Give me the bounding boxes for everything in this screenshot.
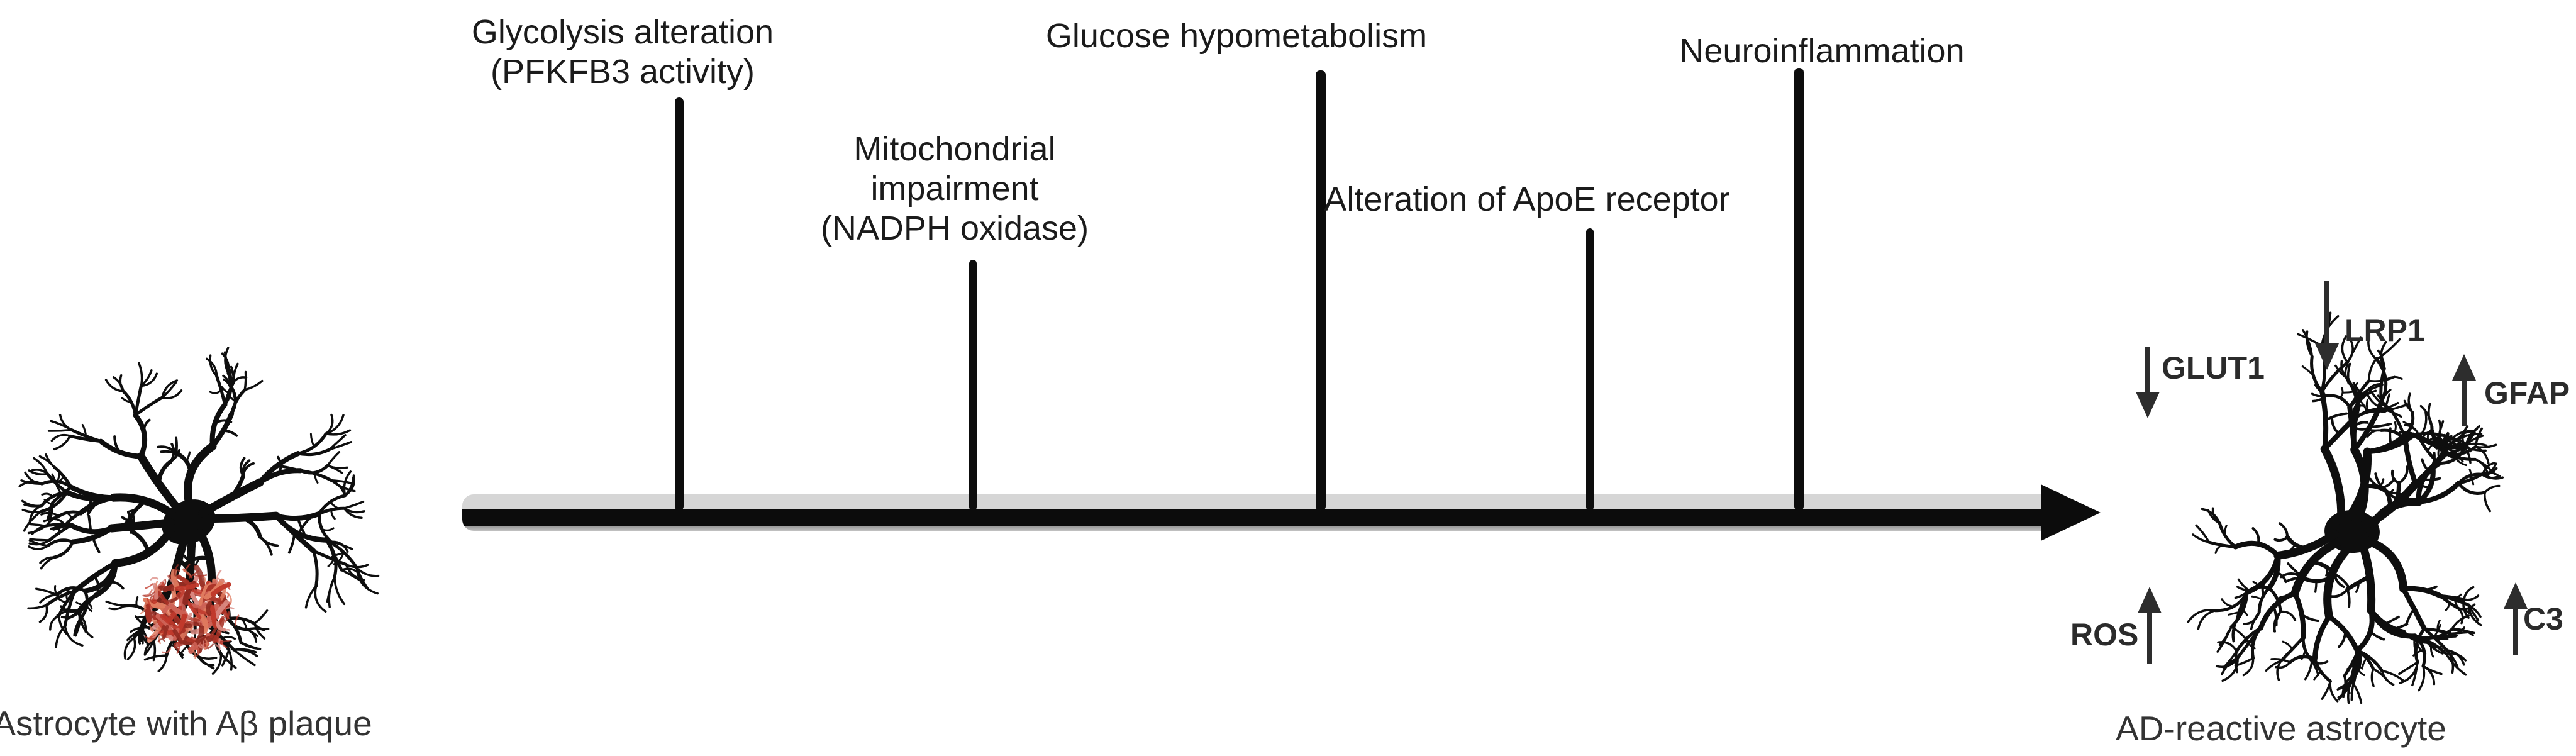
- arrow-down-icon: [2136, 347, 2160, 418]
- arrow-up-icon: [2504, 582, 2528, 655]
- timeline-tick: [1586, 228, 1594, 511]
- marker-label-gfap: GFAP: [2484, 375, 2570, 411]
- timeline-event-label: Alteration of ApoE receptor: [1324, 180, 1729, 220]
- marker-label-glut1: GLUT1: [2162, 350, 2265, 386]
- right-cell-caption: AD-reactive astrocyte: [2116, 709, 2446, 748]
- timeline-event-label-line: Glycolysis alteration: [471, 13, 774, 51]
- amyloid-beta-plaque: [140, 564, 240, 659]
- timeline-event-label-line: (PFKFB3 activity): [490, 53, 755, 91]
- timeline-tick: [675, 97, 684, 511]
- timeline-event-label-line: impairment: [870, 170, 1039, 208]
- arrow-down-icon: [2315, 281, 2339, 370]
- timeline-event-label: Glycolysis alteration(PFKFB3 activity): [472, 13, 774, 92]
- timeline-event-label: Neuroinflammation: [1679, 31, 1964, 71]
- timeline-event-label: Glucose hypometabolism: [1046, 16, 1427, 56]
- marker-label-c3: C3: [2523, 601, 2563, 636]
- timeline-tick: [1794, 68, 1804, 511]
- timeline-event-label-line: Glucose hypometabolism: [1045, 17, 1428, 55]
- arrow-up-icon: [2138, 587, 2162, 664]
- marker-label-ros: ROS: [2070, 617, 2139, 652]
- timeline-tick: [969, 260, 977, 511]
- marker-label-lrp1: LRP1: [2345, 313, 2425, 348]
- timeline-arrow-shaft: [462, 494, 2041, 531]
- timeline-tick: [1316, 70, 1326, 511]
- arrow-up-icon: [2452, 354, 2476, 426]
- timeline-arrowhead-icon: [2041, 484, 2101, 541]
- astrocyte-cell-drawing: [2187, 311, 2504, 704]
- timeline-event-label-line: (NADPH oxidase): [820, 209, 1089, 247]
- timeline-event-label-line: Neuroinflammation: [1679, 32, 1965, 70]
- left-cell-caption: Astrocyte with Aβ plaque: [0, 704, 372, 743]
- timeline-event-label-line: Alteration of ApoE receptor: [1324, 181, 1730, 218]
- timeline-event-label-line: Mitochondrial: [853, 130, 1056, 168]
